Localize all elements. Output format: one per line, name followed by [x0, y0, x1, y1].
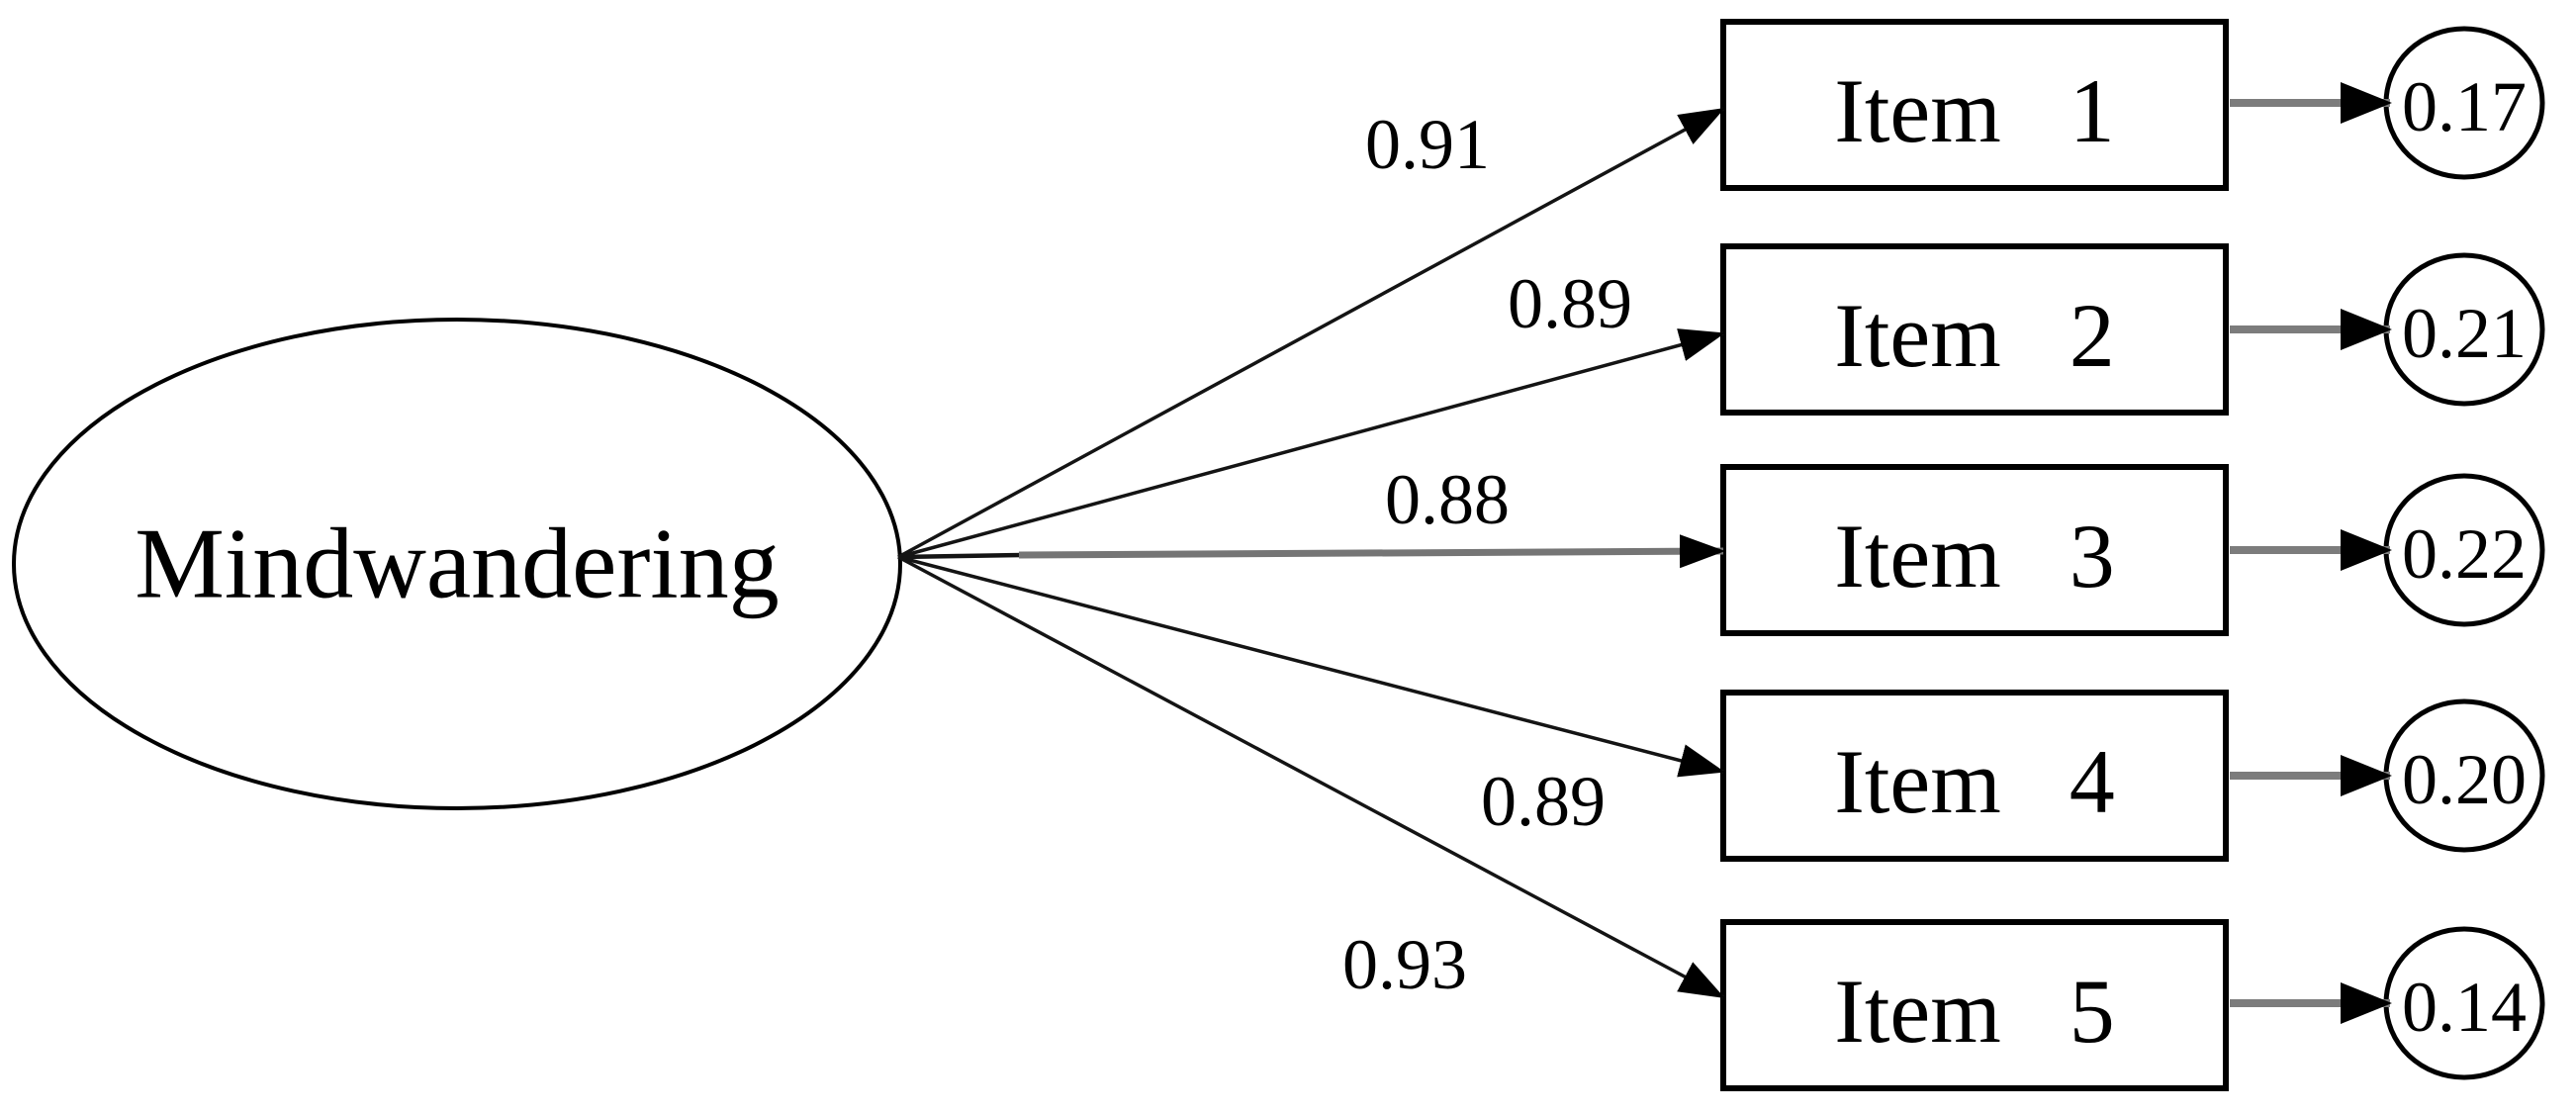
- item-box-2: [1720, 243, 2229, 416]
- loading-label-2: 0.89: [1508, 264, 1632, 343]
- loading-arrow-3: [1018, 534, 1725, 569]
- item-label-5: Item 5: [1834, 961, 2115, 1062]
- latent-label: Mindwandering: [135, 509, 780, 620]
- item-box-4: [1720, 690, 2229, 862]
- item-box-5: [1720, 919, 2229, 1091]
- error-label-2: 0.21: [2402, 294, 2527, 373]
- loading-label-1: 0.91: [1365, 105, 1490, 184]
- error-label-3: 0.22: [2402, 514, 2527, 594]
- error-label-1: 0.17: [2402, 67, 2527, 146]
- latent-ellipse: [12, 318, 902, 810]
- error-label-4: 0.20: [2402, 740, 2527, 819]
- loading-arrow-2: [897, 328, 1725, 559]
- item-box-1: [1720, 19, 2229, 191]
- loading-arrow-4: [897, 555, 1725, 778]
- loading-arrow-5: [897, 555, 1725, 999]
- loading-label-5: 0.93: [1342, 925, 1467, 1004]
- loading-label-4: 0.89: [1481, 762, 1606, 841]
- item-label-2: Item 2: [1834, 285, 2115, 386]
- item-box-3: [1720, 464, 2229, 636]
- item-label-1: Item 1: [1834, 60, 2115, 161]
- loading-arrow-1: [897, 107, 1725, 559]
- loading-arrow-3-stub: [897, 552, 1024, 560]
- loading-label-3: 0.88: [1385, 460, 1510, 539]
- item-label-4: Item 4: [1834, 731, 2115, 832]
- error-label-5: 0.14: [2402, 968, 2527, 1047]
- item-label-3: Item 3: [1834, 506, 2115, 606]
